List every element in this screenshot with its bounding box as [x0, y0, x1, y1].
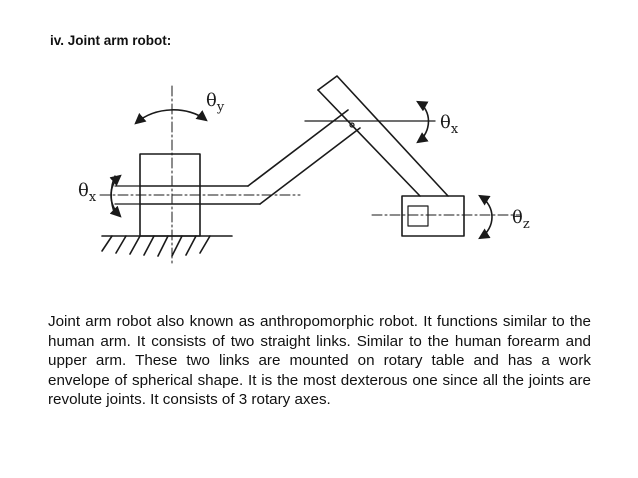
elbow-joint	[349, 122, 355, 128]
section-heading: iv. Joint arm robot:	[50, 33, 172, 48]
ground-hatching	[101, 235, 233, 257]
forearm-link	[317, 75, 449, 197]
theta-x-left-rotation-arrow	[109, 174, 122, 218]
theta-x-left-label: θx	[78, 180, 97, 205]
wrist-block	[401, 195, 465, 237]
description-paragraph: Joint arm robot also known as anthropomo…	[48, 313, 591, 409]
theta-z-rotation-arrow	[478, 194, 493, 240]
joint-arm-robot-diagram: θy θx θx θz	[60, 68, 580, 283]
theta-x-right-rotation-arrow	[416, 100, 430, 144]
theta-y-label: θy	[206, 90, 225, 115]
theta-x-right-label: θx	[440, 112, 459, 137]
theta-z-label: θz	[512, 207, 530, 232]
upper-arm-link	[247, 109, 361, 205]
theta-y-rotation-arrow	[134, 109, 208, 125]
